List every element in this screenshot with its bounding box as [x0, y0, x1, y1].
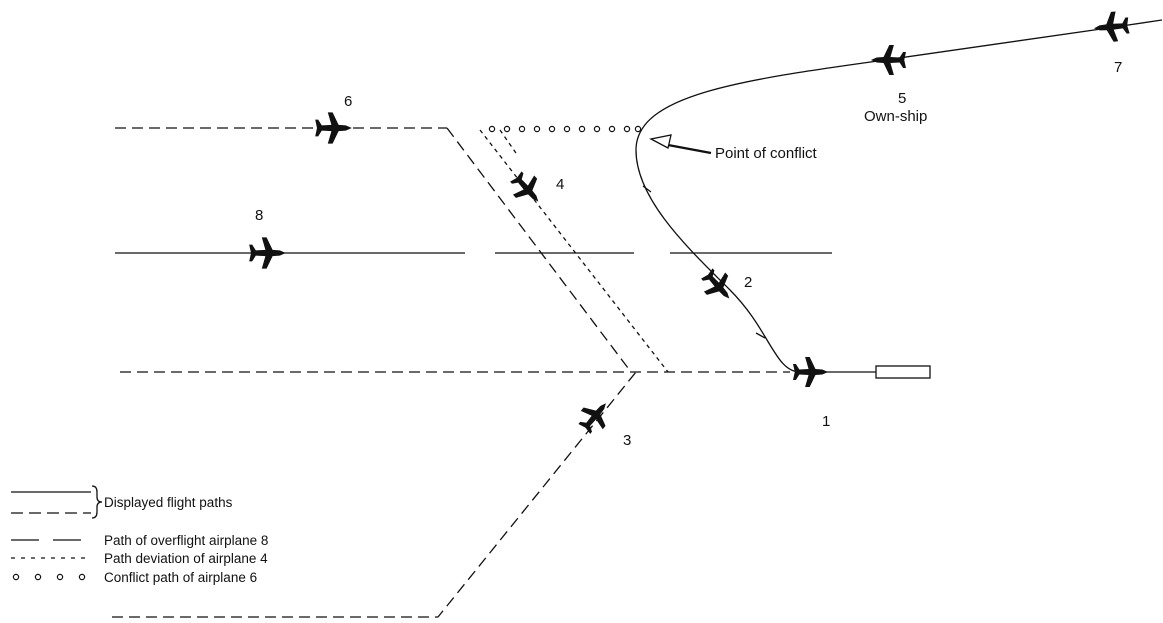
- displayed-path-diagonal: [446, 127, 629, 369]
- airplane-label-6: 6: [344, 93, 352, 110]
- airplane-1: [793, 357, 829, 387]
- airplane-6: [315, 112, 352, 144]
- legend: Displayed flight paths Path of overfligh…: [11, 485, 268, 585]
- point-of-conflict-arrow: [649, 134, 712, 155]
- own-ship-path: [635, 19, 1163, 373]
- airplane-3: [573, 394, 617, 439]
- path-airplane-3: [112, 371, 637, 618]
- own-ship-path-ticks: [642, 185, 766, 339]
- airplane-label-3: 3: [623, 432, 631, 449]
- airplane-label-5: 5: [898, 90, 906, 107]
- conflict-path-airplane-6: [488, 125, 642, 133]
- airplane-label-2: 2: [744, 274, 752, 291]
- path-deviation-airplane-4-inner: [499, 129, 519, 157]
- legend-label-displayed-paths: Displayed flight paths: [104, 495, 233, 510]
- airplane-label-8: 8: [255, 207, 263, 224]
- airplane-2: [696, 263, 740, 309]
- own-ship-label: Own-ship: [864, 108, 927, 125]
- airplane-5: [870, 45, 906, 75]
- airplane-label-1: 1: [822, 413, 830, 430]
- airplane-7: [1092, 10, 1131, 44]
- legend-label-overflight: Path of overflight airplane 8: [104, 533, 268, 548]
- runway: [875, 365, 931, 379]
- legend-label-deviation: Path deviation of airplane 4: [104, 551, 268, 566]
- point-of-conflict-label: Point of conflict: [715, 145, 818, 162]
- airplane-8: [249, 237, 286, 269]
- airplane-label-4: 4: [556, 176, 564, 193]
- path-deviation-airplane-4: [479, 129, 669, 373]
- legend-swatch-conflict: [12, 573, 86, 581]
- legend-brace: [91, 485, 103, 519]
- legend-label-conflict: Conflict path of airplane 6: [104, 570, 257, 585]
- airplane-label-7: 7: [1114, 59, 1122, 76]
- airplane-4: [505, 166, 549, 212]
